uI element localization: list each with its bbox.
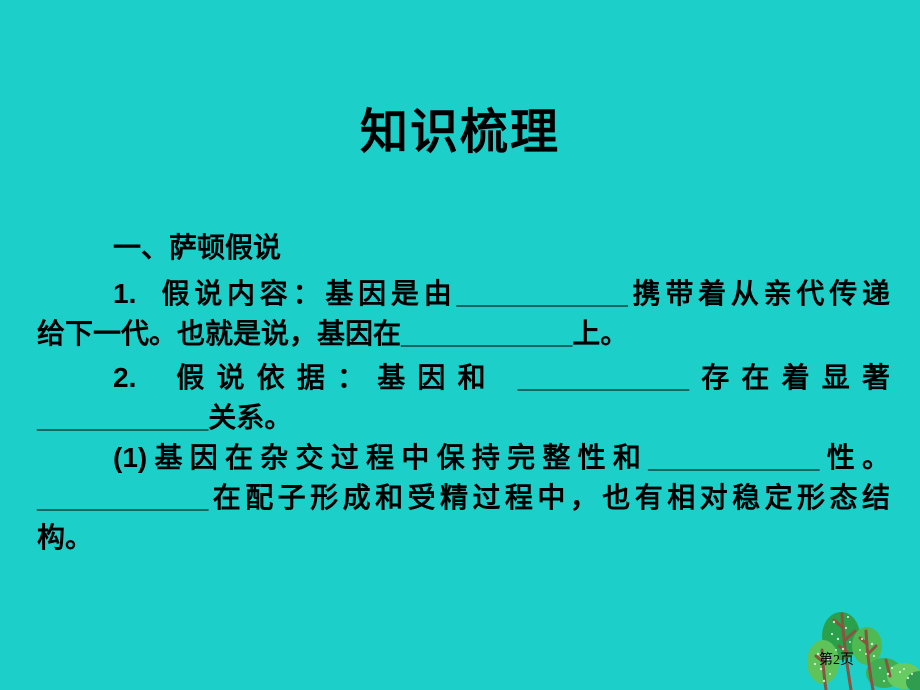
body-line: ___________在配子形成和受精过程中，也有相对稳定形态结	[37, 482, 890, 513]
page-number-badge: 第2页	[819, 653, 854, 668]
body-line: (1)基因在杂交过程中保持完整性和___________性。	[113, 442, 890, 473]
tree-speckles	[813, 615, 914, 683]
body-line: 2. 假说依据：基因和 ___________存在着显著	[113, 362, 890, 393]
body-text: 一、萨顿假说 1. 假说内容：基因是由___________携带着从亲代传递给下一…	[37, 228, 890, 558]
body-line: 给下一代。也就是说，基因在___________上。	[37, 318, 629, 349]
body-line: ___________关系。	[37, 402, 293, 433]
body-line: 1. 假说内容：基因是由___________携带着从亲代传递	[113, 278, 890, 309]
bush-mound-corner	[906, 671, 920, 690]
body-line: 构。	[37, 522, 94, 553]
slide-title: 知识梳理	[359, 106, 560, 159]
trees-decoration	[807, 612, 920, 690]
body-line: 一、萨顿假说	[113, 232, 282, 263]
